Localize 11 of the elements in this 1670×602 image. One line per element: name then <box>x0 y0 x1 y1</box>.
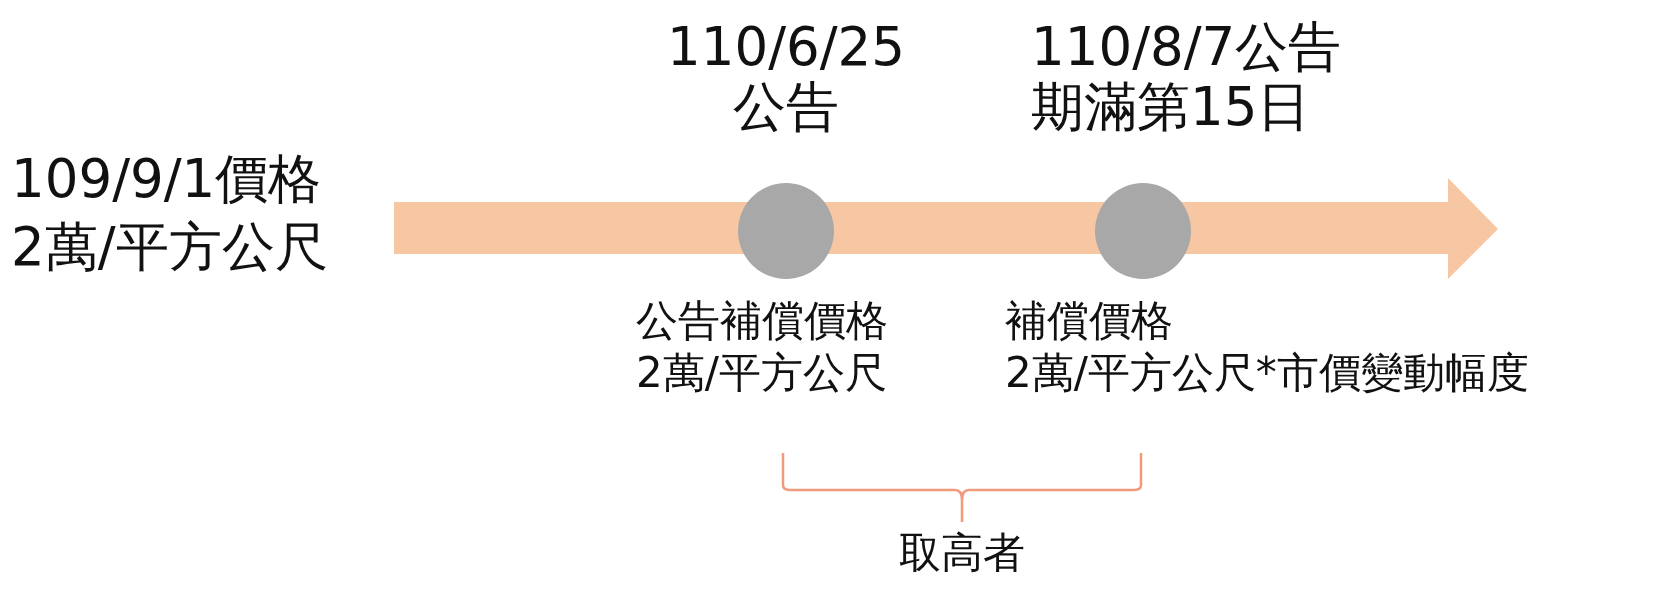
date-label: 公告 <box>733 78 839 137</box>
date-label: 110/8/7公告 <box>1031 18 1342 77</box>
price-label: 109/9/1價格 <box>11 150 322 209</box>
brace-label: 取高者 <box>899 530 1025 577</box>
price-label: 2萬/平方公尺 <box>636 350 887 397</box>
price-label: 2萬/平方公尺*市價變動幅度 <box>1005 350 1529 397</box>
price-label: 公告補償價格 <box>636 298 888 345</box>
price-label: 補償價格 <box>1005 298 1173 345</box>
date-label: 期滿第15日 <box>1031 78 1311 137</box>
date-label: 110/6/25 <box>667 18 905 77</box>
price-label: 2萬/平方公尺 <box>11 218 328 277</box>
